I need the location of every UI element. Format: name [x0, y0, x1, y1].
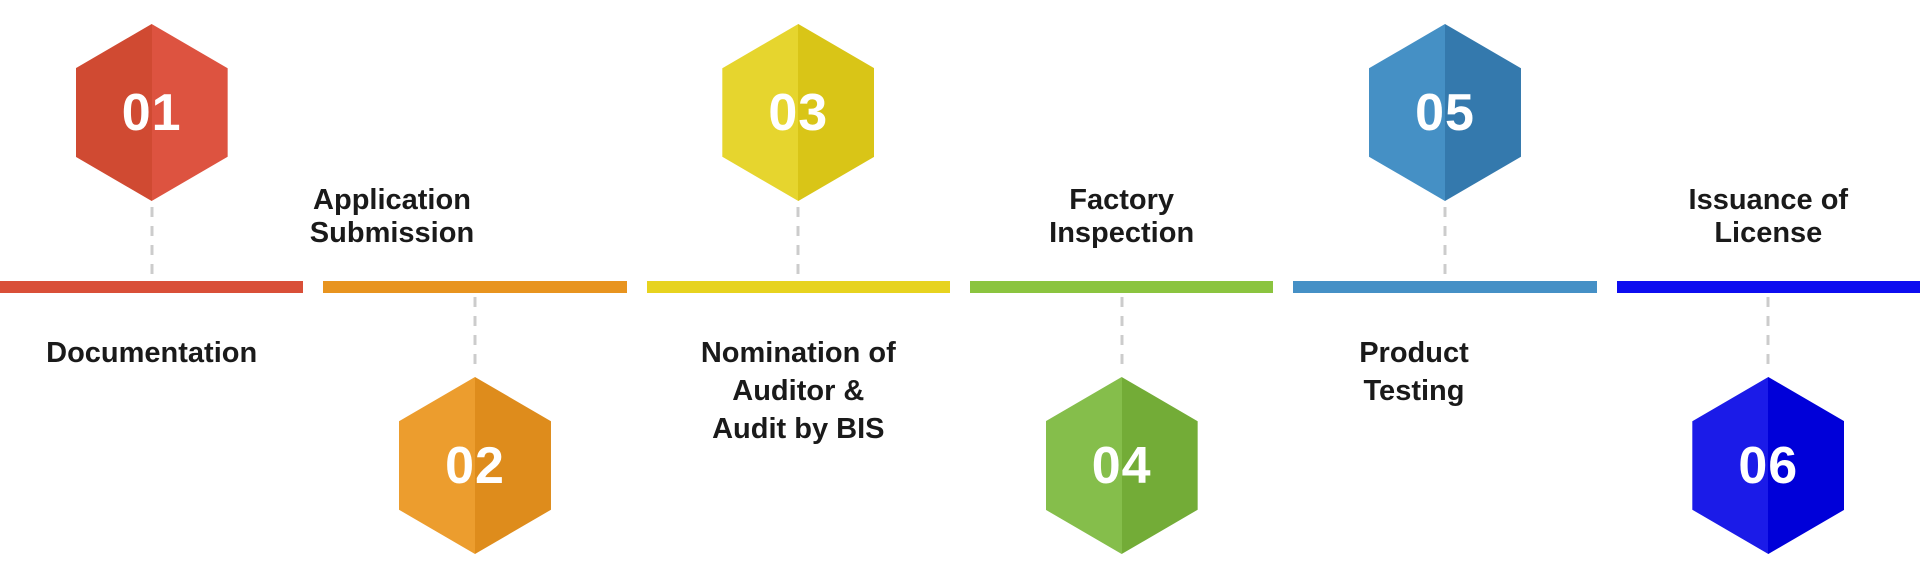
step-3-number: 03: [768, 83, 829, 142]
bar-segment-2: [323, 281, 627, 293]
step-4-label-line: Factory: [1069, 184, 1175, 216]
step-5-label-line: Testing: [1363, 375, 1465, 407]
step-3-label-line: Audit by BIS: [712, 413, 885, 445]
step-2-number: 02: [445, 436, 505, 495]
step-4-hexagon: 04: [1045, 377, 1198, 554]
step-3-connector-dashed-line: [796, 207, 800, 278]
step-6: 06 Issuance of License: [1617, 0, 1920, 568]
step-6-hexagon: 06: [1692, 377, 1845, 554]
step-3: 03 Nomination of Auditor & Audit by BIS: [647, 0, 950, 568]
step-4-number: 04: [1091, 436, 1152, 495]
step-4: 04 Factory Inspection: [970, 0, 1273, 568]
step-2-label: Application Submission: [222, 184, 562, 250]
step-5: 05 Product Testing: [1293, 0, 1596, 568]
bar-segment-4: [969, 281, 1274, 293]
step-1-connector-dashed-line: [150, 207, 154, 278]
step-5-label: Product Testing: [1244, 334, 1584, 410]
bar-segment-6: [1616, 281, 1920, 293]
step-2-connector-dashed-line: [473, 297, 477, 372]
step-5-number: 05: [1415, 83, 1475, 142]
step-2-label-line: Application: [313, 184, 471, 216]
bar-segment-3: [646, 281, 950, 293]
step-4-label: Factory Inspection: [952, 184, 1292, 250]
bar-segment-5: [1293, 281, 1597, 293]
step-6-number: 06: [1738, 436, 1799, 495]
step-1: 01 Documentation: [0, 0, 303, 568]
step-5-hexagon: 05: [1368, 24, 1521, 201]
step-1-number: 01: [121, 83, 182, 142]
step-4-label-line: Inspection: [1049, 217, 1195, 249]
step-3-hexagon: 03: [722, 24, 875, 201]
step-3-label: Nomination of Auditor & Audit by BIS: [628, 334, 968, 448]
step-6-connector-dashed-line: [1766, 297, 1770, 372]
timeline-bar: [0, 281, 1920, 293]
step-2-hexagon: 02: [398, 377, 551, 554]
step-5-label-line: Product: [1359, 337, 1469, 369]
step-2: 02 Application Submission: [310, 0, 626, 568]
step-3-label-line: Auditor &: [732, 375, 865, 407]
step-6-label-line: Issuance of: [1688, 184, 1849, 216]
step-1-label-line: Documentation: [46, 337, 258, 369]
bar-segment-1: [0, 281, 304, 293]
step-2-label-line: Submission: [309, 217, 475, 249]
step-1-hexagon: 01: [75, 24, 228, 201]
step-4-connector-dashed-line: [1120, 297, 1124, 372]
step-6-label-line: License: [1714, 217, 1823, 249]
step-1-label: Documentation: [0, 334, 322, 372]
step-6-label: Issuance of License: [1598, 184, 1920, 250]
step-5-connector-dashed-line: [1443, 207, 1447, 278]
step-3-label-line: Nomination of: [700, 337, 896, 369]
